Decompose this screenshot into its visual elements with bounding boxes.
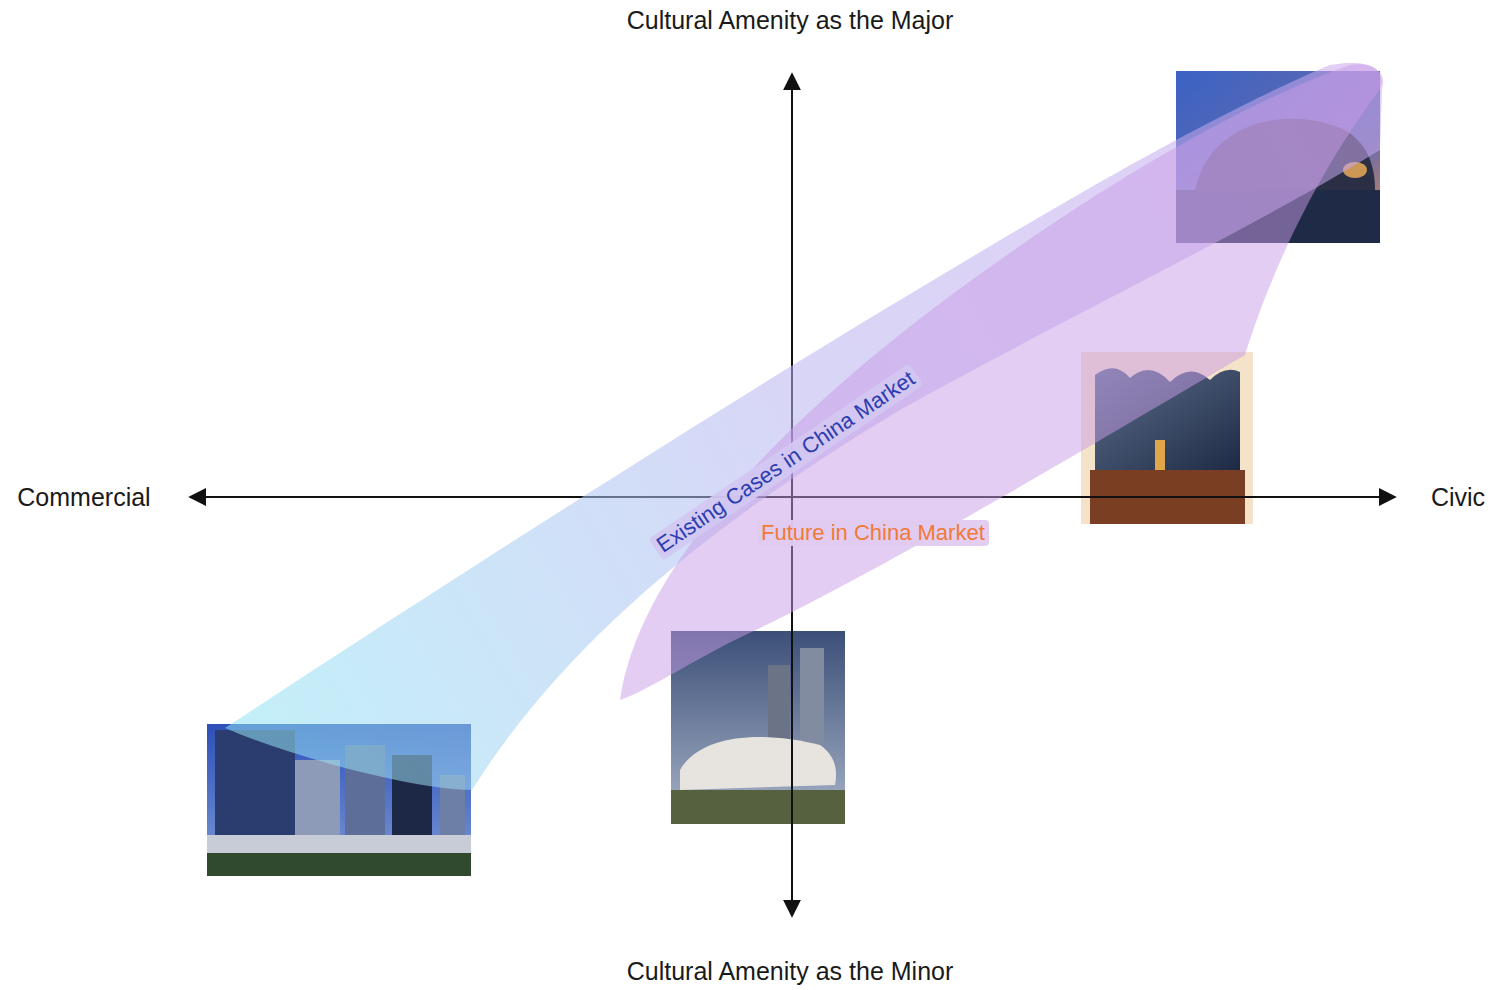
future-band: Future in China Market: [610, 55, 1390, 710]
axis-label-right: Civic: [1431, 483, 1485, 512]
band-label: Future in China Market: [757, 520, 989, 546]
axis-label-left: Commercial: [17, 483, 150, 512]
axis-label-top: Cultural Amenity as the Major: [627, 6, 954, 35]
axis-label-bottom: Cultural Amenity as the Minor: [627, 957, 954, 986]
band-fill: [620, 64, 1381, 700]
band-fill: [225, 63, 1383, 790]
band-shape: [610, 55, 1390, 710]
